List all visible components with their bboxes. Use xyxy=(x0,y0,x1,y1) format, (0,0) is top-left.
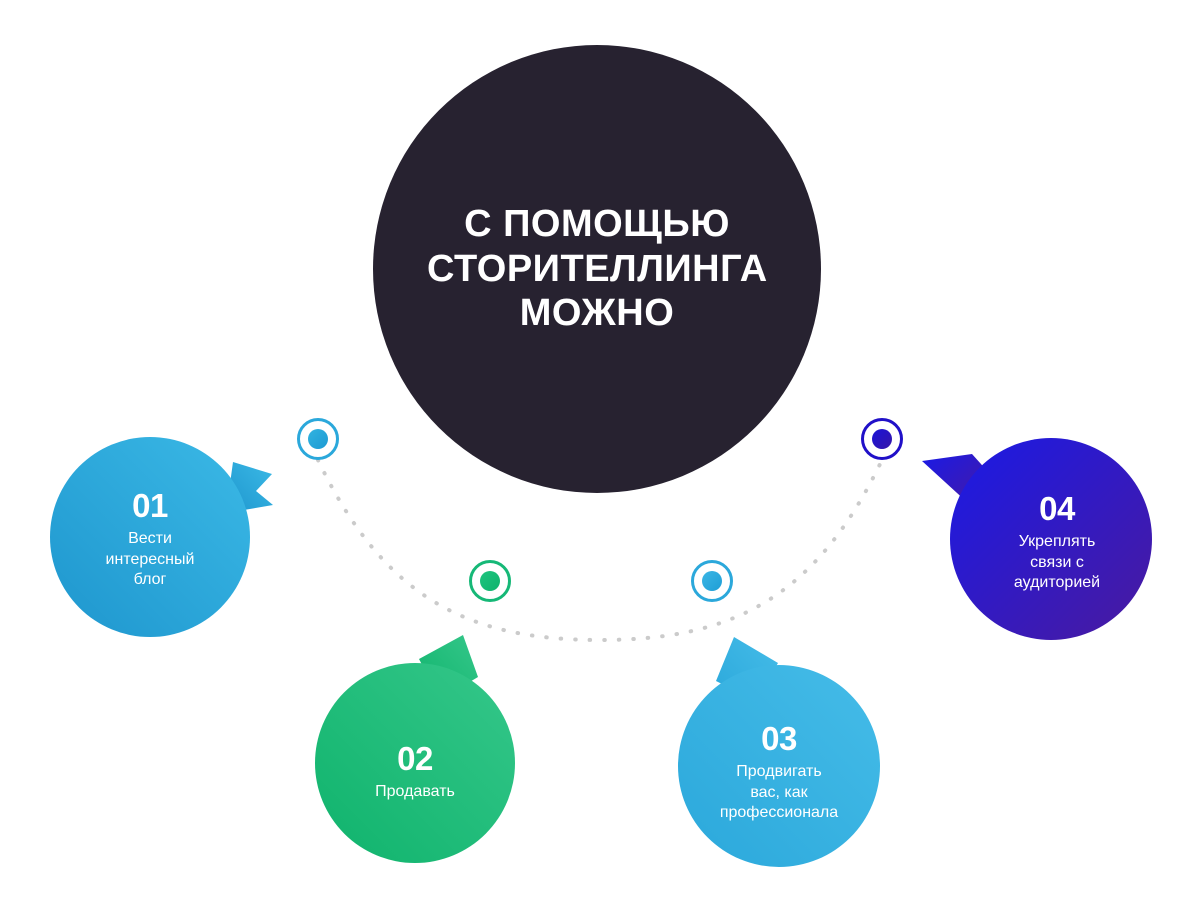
step-marker-04[interactable] xyxy=(861,418,903,460)
bubble-04-circle xyxy=(950,438,1152,640)
marker-dot-icon xyxy=(308,429,328,449)
hub-circle: С ПОМОЩЬЮ СТОРИТЕЛЛИНГА МОЖНО xyxy=(373,45,821,493)
step-bubble-04[interactable]: 04 Укреплять связи с аудиторией xyxy=(922,438,1152,640)
bubble-01-circle xyxy=(50,437,250,637)
bubble-03-circle xyxy=(678,665,880,867)
step-bubble-02[interactable]: 02 Продавать xyxy=(315,635,515,863)
marker-dot-icon xyxy=(872,429,892,449)
hub-title: С ПОМОЩЬЮ СТОРИТЕЛЛИНГА МОЖНО xyxy=(427,202,768,335)
step-marker-02[interactable] xyxy=(469,560,511,602)
step-marker-03[interactable] xyxy=(691,560,733,602)
step-bubble-01[interactable]: 01 Вести интересный блог xyxy=(50,437,273,637)
marker-dot-icon xyxy=(702,571,722,591)
marker-dot-icon xyxy=(480,571,500,591)
step-bubble-03[interactable]: 03 Продвигать вас, как профессионала xyxy=(678,637,880,867)
step-marker-01[interactable] xyxy=(297,418,339,460)
bubble-02-circle xyxy=(315,663,515,863)
